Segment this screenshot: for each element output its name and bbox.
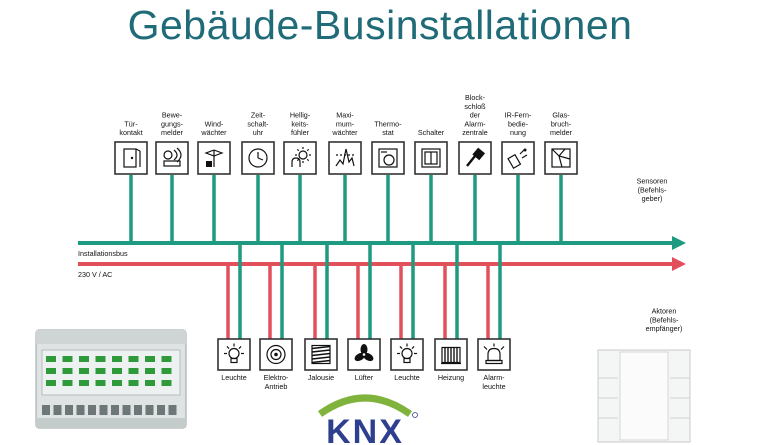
brightness-sensor-icon bbox=[291, 147, 311, 167]
sensor-brightness-sensor bbox=[283, 141, 317, 175]
actor-blind bbox=[304, 338, 338, 371]
actor-lamp bbox=[217, 338, 251, 371]
sensor-switch bbox=[414, 141, 448, 175]
sensor-box bbox=[155, 141, 189, 175]
sensor-maximum-monitor bbox=[328, 141, 362, 175]
sensor-timer-clock bbox=[241, 141, 275, 175]
glass-break-icon bbox=[551, 148, 571, 168]
actor-label: Elektro- bbox=[264, 373, 289, 382]
sensor-glass-break bbox=[544, 141, 578, 175]
sensor-wind-monitor bbox=[197, 141, 231, 175]
actors-group-label: Aktoren(Befehls-empfänger) bbox=[646, 307, 683, 333]
power-label: 230 V / AC bbox=[78, 270, 112, 279]
actor-alarm-light bbox=[477, 338, 511, 371]
blind-icon bbox=[311, 344, 331, 365]
sensor-label: Hellig-keits-fühler bbox=[290, 111, 311, 137]
sensor-key-lock bbox=[458, 141, 492, 175]
ir-remote-icon bbox=[507, 148, 528, 170]
sensor-label: Wind-wächter bbox=[200, 119, 227, 137]
knx-logo-text: KNX bbox=[326, 413, 404, 445]
sensor-thermostat bbox=[371, 141, 405, 175]
knx-push-button bbox=[597, 349, 691, 443]
actor-label: Heizung bbox=[438, 373, 464, 382]
actor-lamp bbox=[390, 338, 424, 371]
sensor-box bbox=[544, 141, 578, 175]
wind-monitor-icon bbox=[204, 149, 224, 167]
actor-motor bbox=[259, 338, 293, 371]
actor-label: Lüfter bbox=[355, 373, 374, 382]
sensor-ir-remote bbox=[501, 141, 535, 175]
sensor-label: Maxi-mum-wächter bbox=[331, 111, 358, 137]
power-arrowhead bbox=[672, 257, 686, 271]
sensor-label: IR-Fern-bedie-nung bbox=[505, 111, 532, 137]
motor-icon bbox=[266, 344, 286, 365]
sensor-motion-detector bbox=[155, 141, 189, 175]
sensor-door-contact bbox=[114, 141, 148, 175]
sensor-label: Thermo-stat bbox=[374, 119, 402, 137]
actor-fan bbox=[347, 338, 381, 371]
radiator-icon bbox=[441, 346, 461, 365]
timer-clock-icon bbox=[248, 148, 268, 168]
sensors-group-label: Sensoren(Befehls-geber) bbox=[637, 177, 668, 203]
actor-label: leuchte bbox=[482, 382, 505, 391]
sensor-box bbox=[241, 141, 275, 175]
sensor-label: Tür-kontakt bbox=[119, 119, 142, 137]
lamp-icon bbox=[224, 343, 244, 364]
alarm-light-icon bbox=[483, 343, 505, 365]
actor-label: Leuchte bbox=[221, 373, 247, 382]
lamp-icon bbox=[397, 343, 417, 364]
sensor-box bbox=[371, 141, 405, 175]
sensor-box bbox=[501, 141, 535, 175]
sensor-label: Bewe-gungs-melder bbox=[161, 111, 184, 137]
registered-mark bbox=[412, 412, 418, 418]
sensor-label: Schalter bbox=[418, 128, 445, 137]
page-title: Gebäude-Businstallationen bbox=[127, 2, 633, 48]
door-contact-icon bbox=[123, 148, 141, 168]
sensor-box bbox=[328, 141, 362, 175]
knx-logo: KNX bbox=[317, 394, 418, 445]
sensor-box bbox=[458, 141, 492, 175]
actor-label: Antrieb bbox=[265, 382, 288, 391]
motion-detector-icon bbox=[163, 147, 182, 167]
actor-label: Leuchte bbox=[394, 373, 420, 382]
sensor-label: Glas-bruch-melder bbox=[550, 111, 573, 137]
bus-arrowhead bbox=[672, 236, 686, 250]
maximum-monitor-icon bbox=[335, 148, 355, 167]
actor-label: Jalousie bbox=[308, 373, 334, 382]
key-lock-icon bbox=[466, 147, 486, 167]
fan-icon bbox=[354, 344, 374, 362]
sensor-label: Zeit-schalt-uhr bbox=[247, 111, 269, 137]
actor-radiator bbox=[434, 338, 468, 371]
thermostat-icon bbox=[378, 148, 398, 168]
actor-label: Alarm- bbox=[483, 373, 505, 382]
switch-icon bbox=[421, 148, 441, 168]
knx-actuator-device bbox=[35, 329, 187, 429]
bus-label: Installationsbus bbox=[78, 249, 128, 258]
